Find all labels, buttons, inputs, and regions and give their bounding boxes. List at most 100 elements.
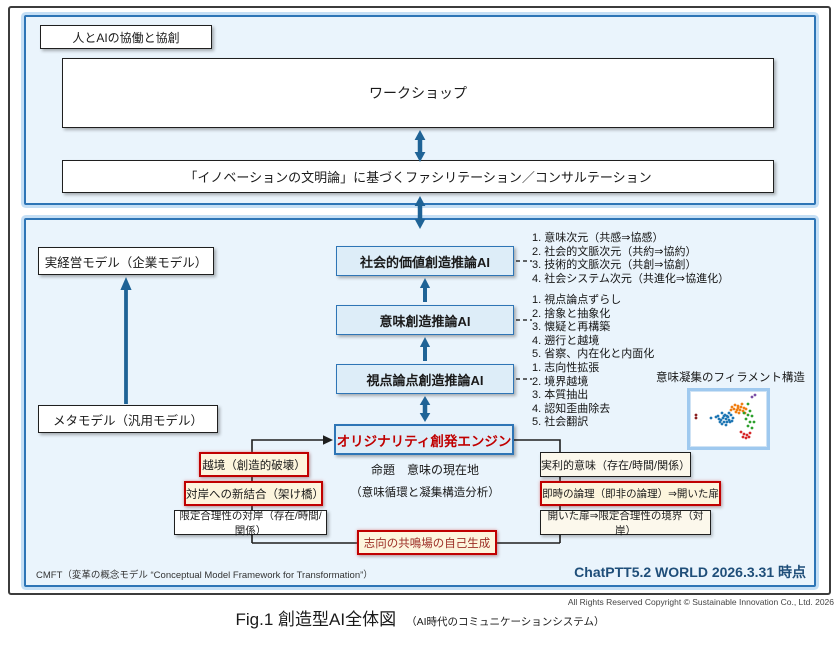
note-list-item: 5. 社会翻訳 (532, 416, 589, 429)
left-connector-arrowhead-icon (323, 435, 333, 445)
scatter-point (724, 417, 728, 421)
scatter-point (747, 435, 751, 439)
immediate-logic-box: 即時の論理（即非の論理）⇒開いた扉 (540, 481, 721, 506)
note-list-item: 3. 技術的文脈次元（共創⇒協創） (532, 259, 697, 272)
ai-meaning-label: 意味創造推論AI (379, 313, 471, 329)
ai-meaning-box: 意味創造推論AI (336, 305, 514, 335)
scatter-point (739, 430, 743, 434)
scatter-point (742, 411, 746, 415)
arrow-up-icon (414, 130, 426, 140)
scatter-point (744, 417, 748, 421)
human-ai-tag-label: 人とAIの協働と協創 (72, 30, 180, 45)
meta-model-box: メタモデル（汎用モデル） (38, 405, 218, 433)
scatter-point (738, 408, 742, 412)
scatter-point (740, 402, 744, 406)
scatter-point (714, 415, 718, 419)
scatter-point (720, 422, 724, 426)
scatter-point (753, 393, 757, 397)
scatter-point (739, 405, 743, 409)
copyright-note: All Rights Reserved Copyright © Sustaina… (567, 597, 834, 607)
originality-engine-box: オリジナリティ創発エンジン (334, 424, 514, 455)
scatter-point (734, 410, 738, 414)
scatter-point (736, 404, 740, 408)
note-list-item: 1. 志向性拡張 (532, 362, 600, 374)
notes-social-list: 1. 意味次元（共感⇒協感）2. 社会的文脈次元（共約⇒協約）3. 技術的文脈次… (532, 232, 729, 286)
version-note: ChatPTT5.2 WORLD 2026.3.31 時点 (574, 564, 806, 580)
left-chain-connector (251, 439, 324, 543)
scatter-point (730, 419, 734, 423)
engine-proposition: 命題 意味の現在地 （意味循環と凝集構造分析） (330, 461, 520, 500)
scatter-point (733, 403, 737, 407)
scatter-point (731, 416, 735, 420)
crossing-box: 越境（創造的破壊） (199, 452, 309, 477)
real-model-label: 実経営モデル（企業モデル） (44, 255, 208, 270)
originality-engine-label: オリジナリティ創発エンジン (336, 433, 512, 449)
scatter-point (732, 407, 736, 411)
scatter-point (752, 420, 756, 424)
engine-proposition-line1: 命題 意味の現在地 (370, 463, 479, 477)
workshop-box: ワークショップ (62, 58, 774, 128)
note-list-item: 1. 視点論点ずらし (532, 294, 622, 306)
ai-social-label: 社会的価値創造推論AI (359, 254, 490, 270)
real-model-box: 実経営モデル（企業モデル） (38, 247, 214, 275)
resonance-field-label: 志向の共鳴場の自己生成 (363, 537, 491, 550)
scatter-point (746, 424, 750, 428)
recombination-label: 対岸への新結合（架け橋） (186, 488, 324, 501)
arrow-down-icon (414, 152, 426, 162)
scatter-point (727, 411, 731, 415)
note-list-item: 2. 捨象と抽象化 (532, 307, 611, 320)
scatter-point (744, 407, 748, 411)
scatter-point (694, 416, 698, 420)
engine-proposition-line2: （意味循環と凝集構造分析） (350, 487, 500, 499)
ai-viewpoint-label: 視点論点創造推論AI (366, 372, 484, 388)
scatter-point (729, 408, 733, 412)
scatter-point (725, 420, 729, 424)
scatter-point (694, 413, 698, 417)
facilitation-box: 「イノベーションの文明論」に基づくファシリテーション／コンサルテーション (62, 160, 774, 193)
scatter-point (748, 409, 752, 413)
open-door-box: 開いた扉⇒限定合理性の境界（対岸） (540, 510, 711, 537)
bounded-rationality-box: 限定合理性の対岸（存在/時間/関係） (174, 509, 327, 537)
workshop-label: ワークショップ (369, 85, 467, 101)
scatter-point (746, 402, 750, 406)
scatter-point (730, 405, 734, 409)
facilitation-label: 「イノベーションの文明論」に基づくファシリテーション／コンサルテーション (184, 170, 652, 185)
immediate-logic-label: 即時の論理（即非の論理）⇒開いた扉 (542, 488, 719, 500)
scatter-point (741, 435, 745, 439)
meta-model-label: メタモデル（汎用モデル） (52, 413, 203, 428)
practical-meaning-box: 実利的意味（存在/時間/関係） (540, 452, 691, 477)
scatter-point (722, 420, 726, 424)
human-ai-tag-box: 人とAIの協働と協創 (40, 25, 212, 49)
note-list-item: 4. 認知歪曲除去 (532, 402, 611, 415)
note-list-item: 2. 境界越境 (532, 375, 589, 388)
ai-viewpoint-box: 視点論点創造推論AI (336, 364, 514, 394)
ai-social-box: 社会的価値創造推論AI (336, 246, 514, 276)
note-list-item: 4. 社会システム次元（共進化⇒協進化） (532, 272, 730, 285)
note-list-item: 3. 懐疑と再構築 (532, 321, 611, 334)
scatter-point (750, 395, 754, 399)
note-list-item: 3. 本質抽出 (532, 389, 589, 402)
bounded-rationality-label: 限定合理性の対岸（存在/時間/関係） (179, 509, 322, 537)
arrow-down-icon (419, 413, 431, 422)
note-list-item: 2. 社会的文脈次元（共約⇒協約） (532, 245, 697, 258)
scatter-point (745, 433, 749, 437)
figure-caption-sub: （AI時代のコミュニケーションシステム） (406, 616, 605, 628)
scatter-point (709, 416, 713, 420)
arrow-up-icon (120, 277, 132, 290)
scatter-point (742, 432, 746, 436)
arrow-up-icon (419, 396, 431, 405)
note-list-item: 5. 省察、内在化と内面化 (532, 348, 655, 361)
crossing-label: 越境（創造的破壊） (202, 459, 306, 472)
scatter-point (722, 414, 726, 418)
scatter-point (729, 413, 733, 417)
scatter-point (736, 406, 740, 410)
filament-label: 意味凝集のフィラメント構造 (656, 372, 805, 384)
arrow-down-icon (414, 219, 426, 229)
figure-caption: Fig.1 創造型AI全体図 （AI時代のコミュニケーションシステム） (0, 605, 840, 630)
scatter-point (724, 423, 728, 427)
cmft-note: CMFT（変革の概念モデル “Conceptual Model Framewor… (36, 570, 373, 581)
right-chain-connector (514, 439, 561, 543)
scatter-point (748, 431, 752, 435)
